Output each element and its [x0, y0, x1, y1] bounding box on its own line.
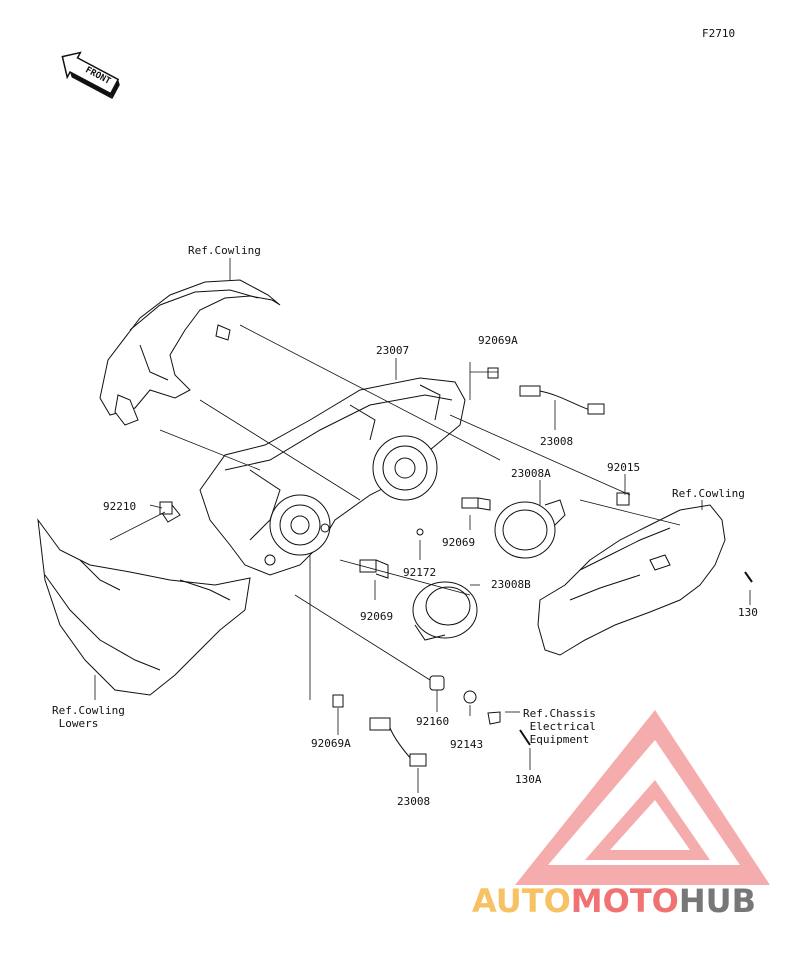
label-23008-top: 23008 [540, 435, 574, 448]
bulb-23008A [494, 499, 566, 559]
label-23008A: 23008A [511, 467, 551, 480]
label-23008B: 23008B [491, 578, 531, 591]
bolt-130 [744, 571, 753, 583]
label-92015: 92015 [607, 461, 641, 474]
label-92143: 92143 [450, 738, 484, 751]
lower-cowling-shape [37, 504, 251, 696]
label-ref-chassis: Ref.Chassis Electrical Equipment [523, 707, 596, 746]
bulb-cover-23008B [412, 581, 478, 641]
label-92172: 92172 [403, 566, 437, 579]
label-92210: 92210 [103, 500, 137, 513]
watermark-auto: AUTO [472, 882, 571, 920]
collar-92143 [463, 690, 477, 704]
bulb-92069-a [461, 497, 491, 511]
label-130A: 130A [515, 773, 542, 786]
front-arrow-icon [61, 51, 120, 100]
grommet-92015 [616, 492, 630, 506]
watermark-moto: MOTO [570, 882, 679, 920]
label-130: 130 [738, 606, 758, 619]
watermark-hub: HUB [678, 882, 757, 920]
label-ref-cowling-right: Ref.Cowling [672, 487, 745, 500]
screw-92172 [416, 528, 424, 536]
socket-23008-bottom [369, 717, 427, 767]
headlight-housing [199, 377, 466, 576]
side-cowling-panel [537, 504, 726, 656]
label-23007: 23007 [376, 344, 410, 357]
socket-23008-top [519, 385, 605, 415]
clip [487, 711, 501, 725]
watermark-text: AUTOMOTOHUB [472, 882, 756, 920]
bracket-92210 [159, 501, 173, 515]
label-ref-cowling-top: Ref.Cowling [188, 244, 261, 257]
bolt-130A [519, 729, 531, 746]
leader-lines [94, 258, 751, 793]
label-92069-b: 92069 [360, 610, 394, 623]
label-92069A-top: 92069A [478, 334, 518, 347]
grommet-92160 [429, 675, 445, 691]
upper-cowling-shape [99, 279, 281, 426]
bulb-92069A-top [487, 367, 499, 379]
label-92069-a: 92069 [442, 536, 476, 549]
diagram-code: F2710 [702, 27, 736, 40]
label-92160: 92160 [416, 715, 450, 728]
label-92069A-bottom: 92069A [311, 737, 351, 750]
label-ref-cowling-lowers: Ref.Cowling Lowers [52, 704, 125, 730]
bulb-92069A-bottom [332, 694, 344, 708]
watermark-logo [515, 710, 770, 885]
label-23008-bottom: 23008 [397, 795, 431, 808]
